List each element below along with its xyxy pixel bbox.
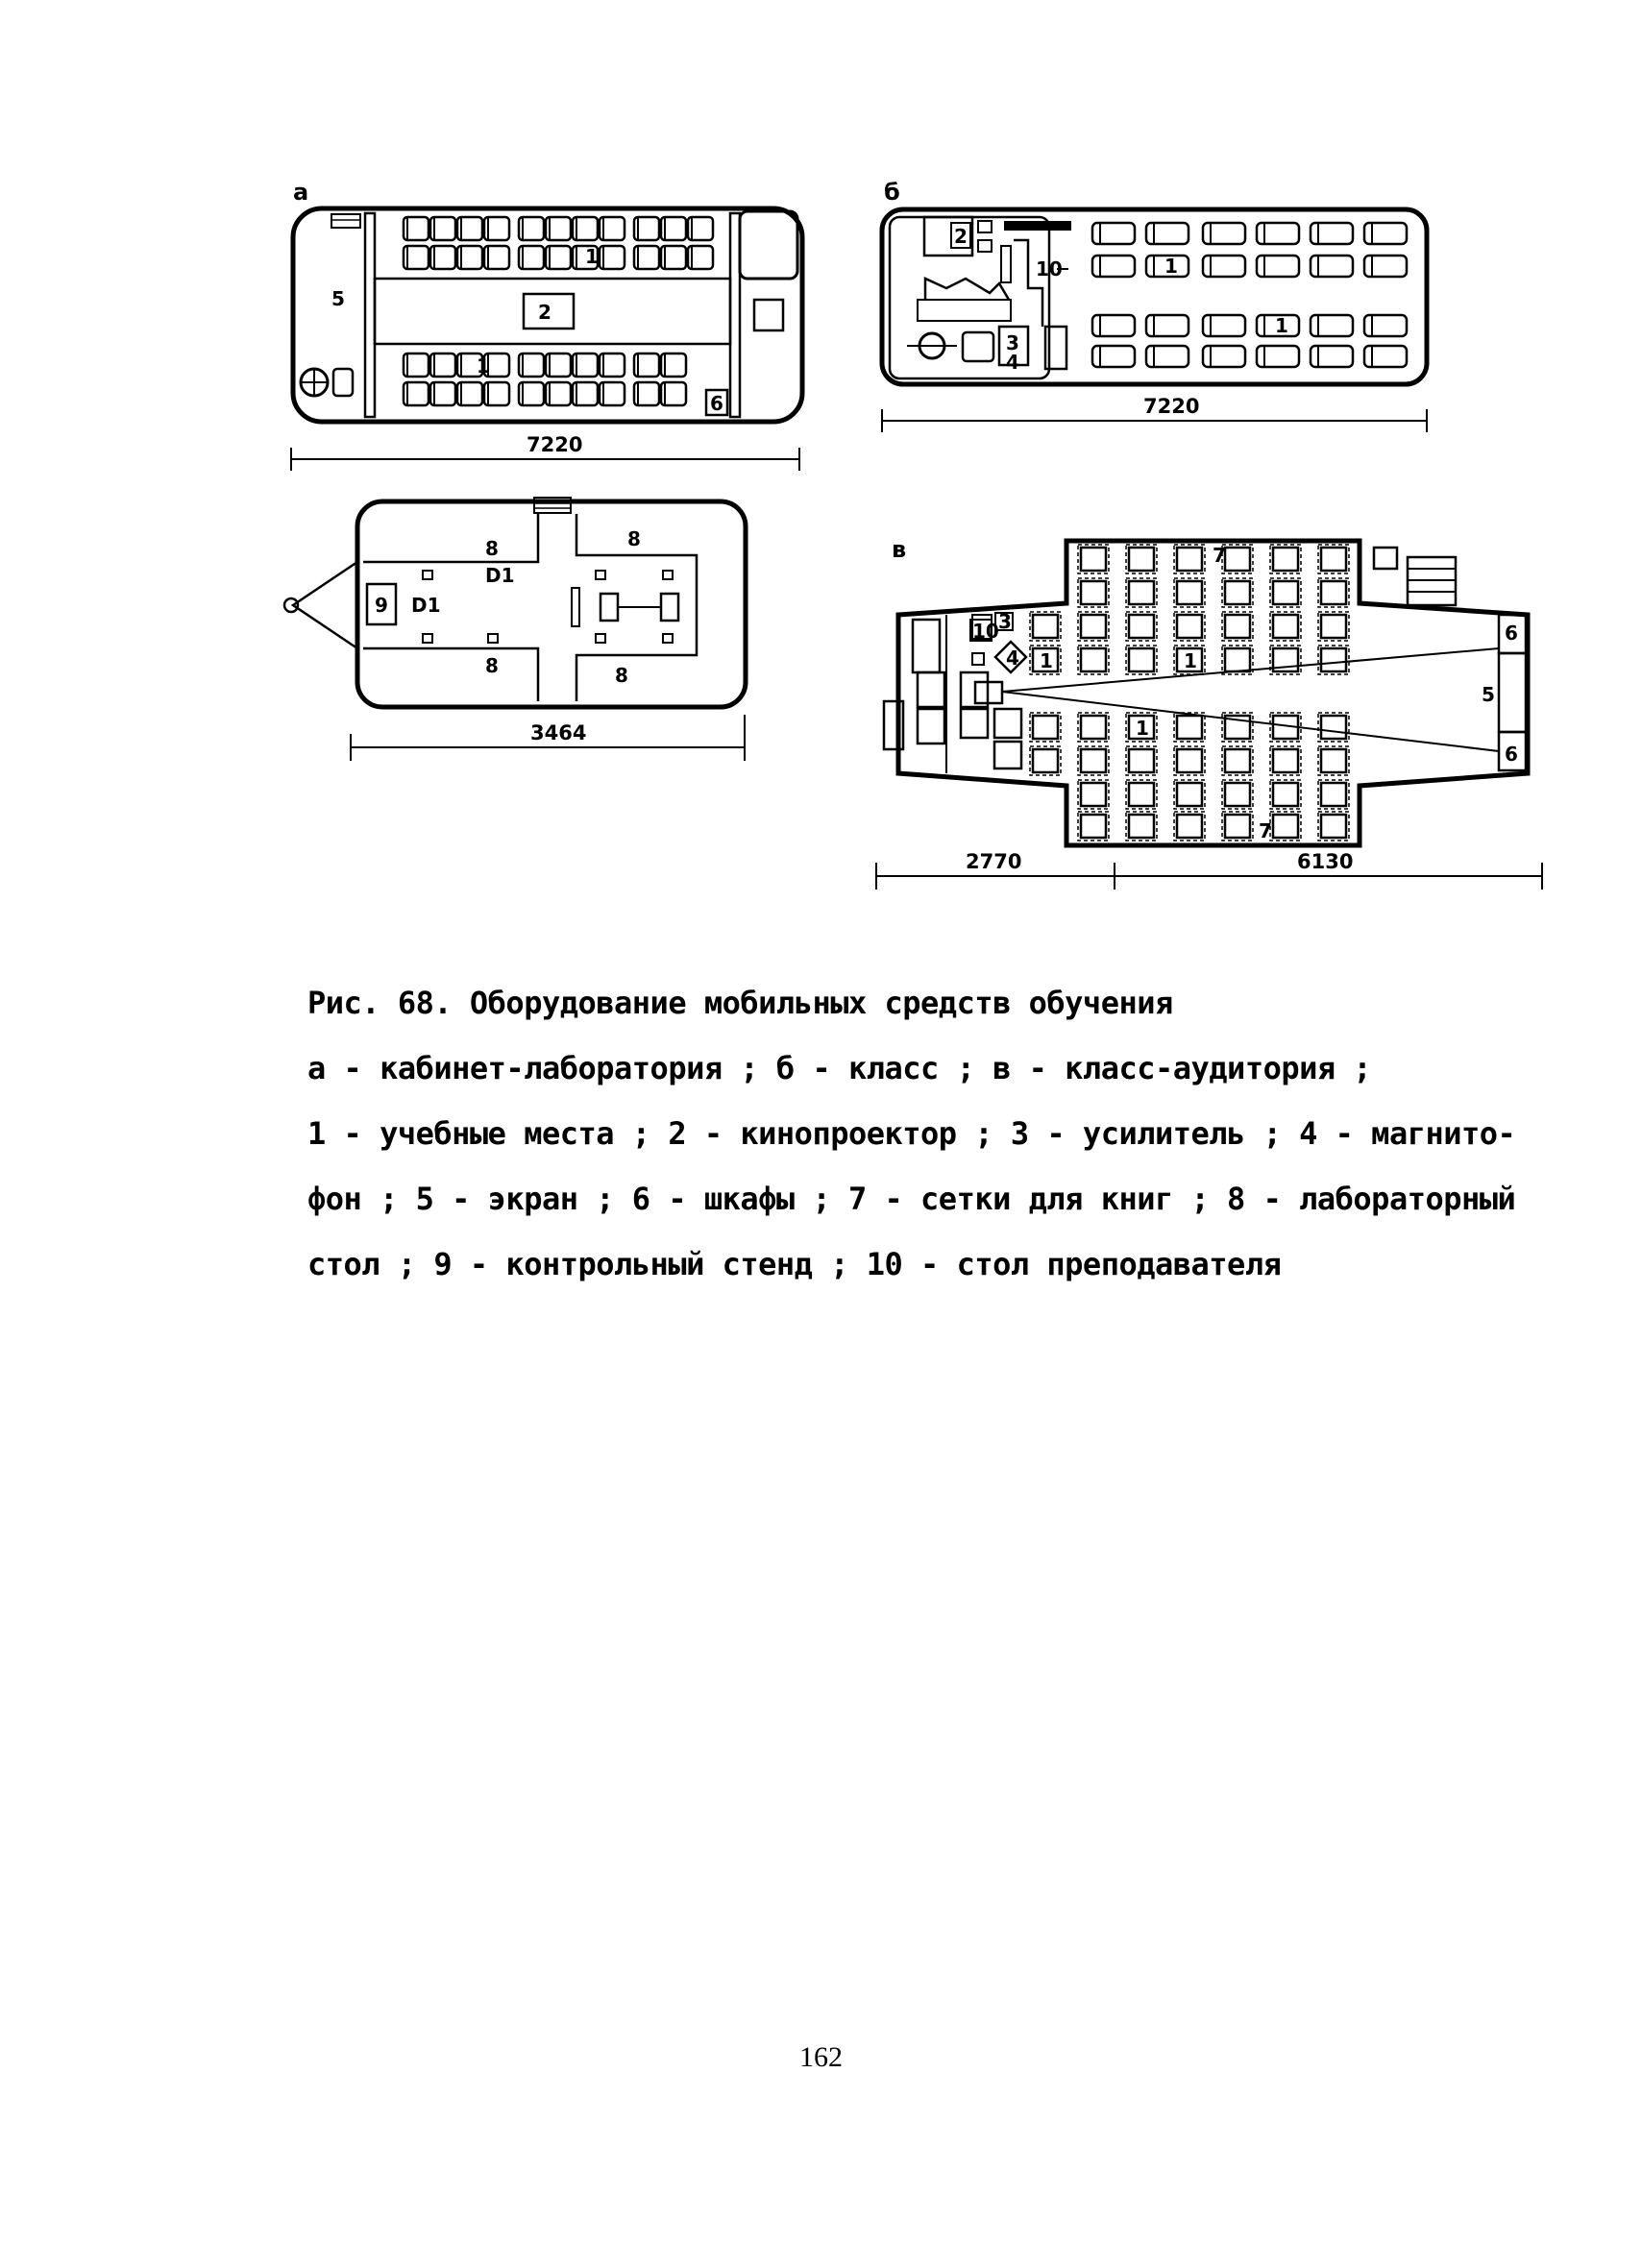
callout-9: 9 bbox=[375, 594, 388, 617]
callout-1: 1 bbox=[477, 354, 490, 378]
callout-1: 1 bbox=[1275, 314, 1288, 337]
callout-1: 1 bbox=[1136, 717, 1149, 740]
callout-5: 5 bbox=[331, 287, 345, 310]
callout-1: 1 bbox=[1184, 649, 1197, 672]
callout-3: 3 bbox=[998, 610, 1012, 633]
plan-b-letter: б bbox=[884, 179, 900, 206]
plan-v: в 10 3 4 6 5 6 bbox=[875, 536, 1543, 890]
callout-d1: D1 bbox=[411, 594, 441, 617]
callout-6: 6 bbox=[1505, 622, 1518, 645]
callout-3: 3 bbox=[1006, 331, 1019, 354]
callout-8: 8 bbox=[627, 527, 641, 550]
caption-line: фон ; 5 - экран ; 6 - шкафы ; 7 - сетки … bbox=[307, 1181, 1516, 1217]
plan-b: б 2 10 3 4 1 1 bbox=[879, 179, 1430, 432]
trailer-dimension: 3464 bbox=[530, 721, 586, 744]
caption-line: стол ; 9 - контрольный стенд ; 10 - стол… bbox=[307, 1246, 1282, 1282]
callout-8: 8 bbox=[615, 664, 628, 687]
callout-8: 8 bbox=[485, 537, 499, 560]
floor-plans-drawing: а 2 5 1 bbox=[282, 179, 1543, 890]
plan-a-dimension: 7220 bbox=[527, 433, 582, 456]
callout-2: 2 bbox=[954, 225, 968, 248]
callout-4: 4 bbox=[1006, 351, 1019, 374]
callout-4: 4 bbox=[1006, 646, 1019, 670]
plan-a: а 2 5 1 bbox=[290, 179, 805, 471]
plan-v-dimension-right: 6130 bbox=[1297, 850, 1353, 873]
caption-line: 1 - учебные места ; 2 - кинопроектор ; 3… bbox=[307, 1115, 1516, 1152]
figure-68: а 2 5 1 bbox=[0, 0, 1642, 961]
callout-d1: D1 bbox=[485, 564, 515, 587]
callout-1: 1 bbox=[1164, 255, 1178, 278]
caption-line: а - кабинет-лаборатория ; б - класс ; в … bbox=[307, 1050, 1372, 1086]
callout-1: 1 bbox=[1040, 649, 1053, 672]
plan-b-dimension: 7220 bbox=[1143, 395, 1199, 418]
callout-6: 6 bbox=[1505, 743, 1518, 766]
plan-a-trailer: 8 8 8 8 9 D1 D1 3464 bbox=[282, 497, 748, 761]
caption-title: Рис. 68. Оборудование мобильных средств … bbox=[307, 985, 1173, 1021]
plan-v-letter: в bbox=[892, 536, 906, 563]
callout-6: 6 bbox=[710, 392, 723, 415]
figure-caption: Рис. 68. Оборудование мобильных средств … bbox=[307, 970, 1595, 1297]
callout-2: 2 bbox=[538, 301, 551, 324]
plan-a-letter: а bbox=[293, 179, 308, 206]
callout-1: 1 bbox=[585, 245, 599, 268]
plan-v-dimension-left: 2770 bbox=[966, 850, 1021, 873]
callout-7: 7 bbox=[1259, 819, 1272, 842]
page-number: 162 bbox=[799, 2041, 843, 2073]
callout-8: 8 bbox=[485, 654, 499, 677]
callout-7: 7 bbox=[1213, 544, 1226, 567]
callout-5: 5 bbox=[1482, 683, 1495, 706]
